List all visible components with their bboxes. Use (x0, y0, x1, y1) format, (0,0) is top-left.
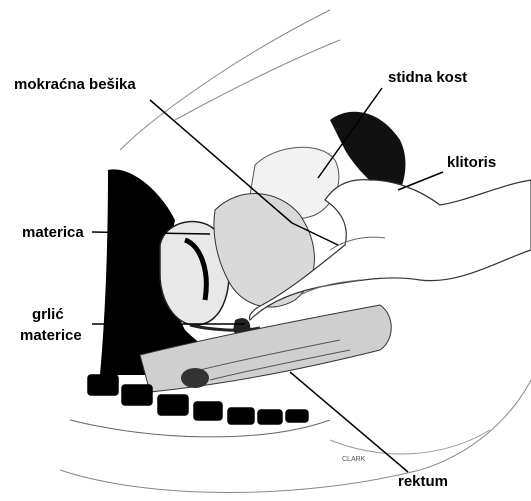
vertebra (88, 375, 118, 395)
vertebra (286, 410, 308, 422)
rectum-mass (181, 368, 209, 388)
leader-clitoris (398, 172, 443, 190)
label-clitoris: klitoris (447, 154, 496, 171)
label-rectum: rektum (398, 473, 448, 490)
vertebra (194, 402, 222, 420)
buttock-outline (330, 430, 490, 454)
vertebra (158, 395, 188, 415)
artist-signature: CLARK (342, 456, 365, 463)
label-cervix-line2: materice (20, 327, 82, 344)
label-uterus: materica (22, 224, 84, 241)
vertebra (258, 410, 282, 424)
abdominal-outline (120, 10, 340, 150)
label-pubic-bone: stidna kost (388, 69, 467, 86)
vertebra (122, 385, 152, 405)
vertebra (228, 408, 254, 424)
label-cervix-line1: grlić (32, 306, 64, 323)
label-bladder: mokraćna bešika (14, 76, 136, 93)
